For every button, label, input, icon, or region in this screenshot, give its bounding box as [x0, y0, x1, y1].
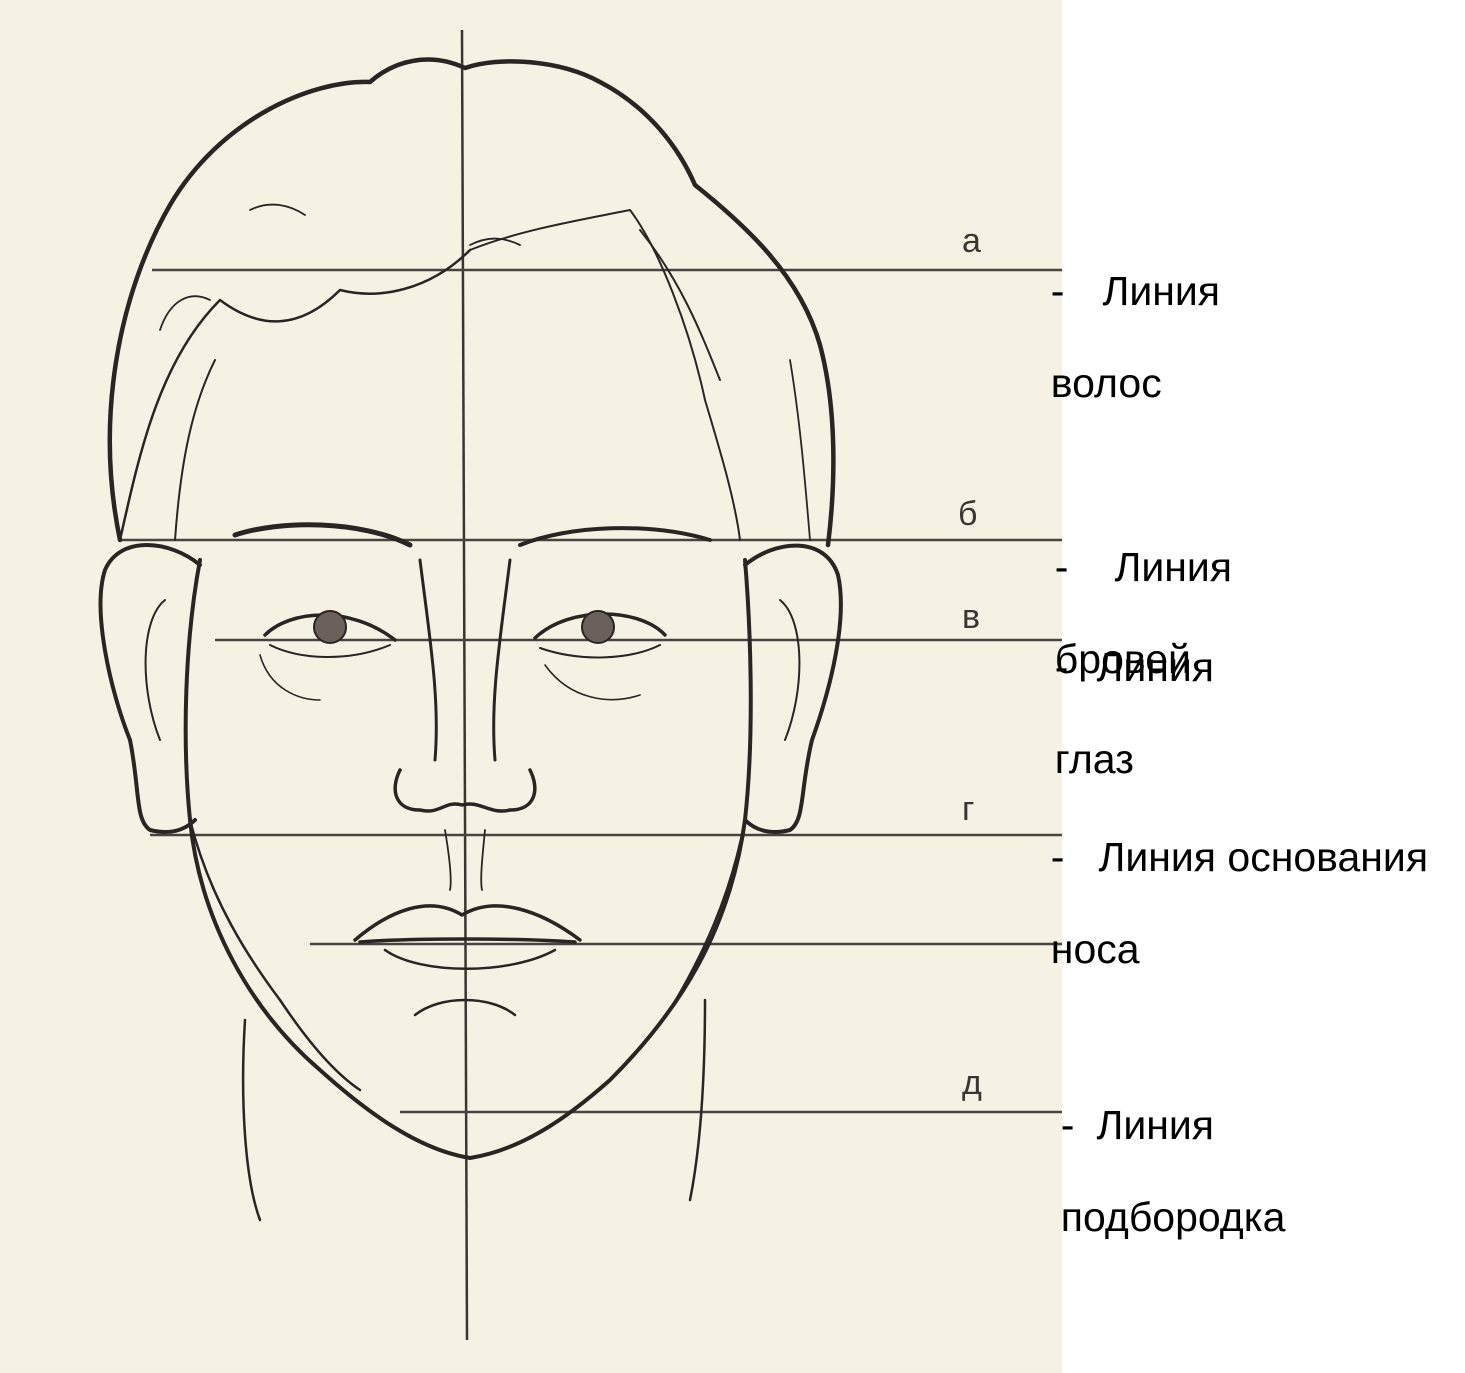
caption-dash: - [1051, 834, 1065, 880]
caption-line2: подбородка [1061, 1194, 1286, 1240]
caption-nose-line: -Линия основания носа [1028, 788, 1428, 972]
label-letter-g: г [962, 790, 974, 829]
caption-line2: волос [1051, 360, 1162, 406]
caption-dash: - [1055, 544, 1069, 590]
label-letter-v: в [962, 598, 980, 637]
caption-dash: - [1061, 1102, 1075, 1148]
caption-eye-line: -Линия глаз [1032, 598, 1214, 782]
right-iris [582, 611, 614, 643]
caption-line1: Линия [1096, 644, 1214, 690]
caption-chin-line: -Линия подбородка [1038, 1056, 1285, 1240]
caption-line1: Линия основания [1098, 834, 1428, 880]
paper-background [0, 0, 1062, 1373]
caption-dash: - [1055, 644, 1069, 690]
label-letter-b: б [958, 495, 977, 534]
caption-line2: носа [1051, 926, 1140, 972]
caption-line1: Линия [1096, 1102, 1214, 1148]
caption-line1: Линия [1102, 268, 1220, 314]
caption-hair-line: -Линия волос [1028, 222, 1220, 406]
caption-dash: - [1051, 268, 1065, 314]
label-letter-a: а [962, 222, 981, 261]
left-iris [314, 611, 346, 643]
caption-line1: Линия [1114, 544, 1232, 590]
label-letter-d: д [962, 1064, 982, 1103]
caption-line2: глаз [1055, 736, 1134, 782]
